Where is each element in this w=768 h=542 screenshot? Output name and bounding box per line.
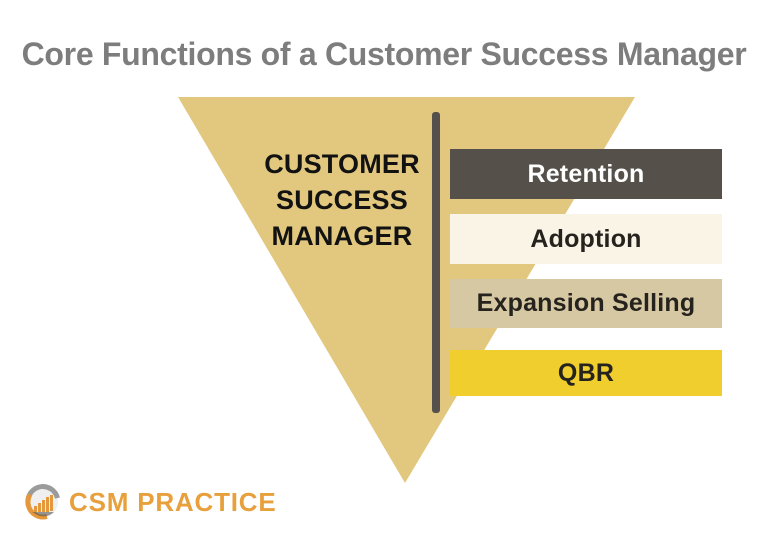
bar-chart-circle-icon [25,484,60,520]
function-bar-label: Expansion Selling [476,289,696,317]
function-bar-label: Adoption [530,224,642,253]
logo-text: CSM PRACTICE [69,486,277,517]
function-bar-qbr: QBR [450,350,722,396]
funnel-label: CUSTOMER SUCCESS MANAGER [264,149,420,251]
function-bar-expansion-selling: Expansion Selling [450,279,722,328]
function-bar-label: Retention [527,159,645,188]
separator-bar [432,112,440,413]
function-bar-adoption: Adoption [450,214,722,264]
csm-practice-logo: CSM PRACTICE [24,483,277,521]
function-bar-label: QBR [557,358,615,387]
page-title: Core Functions of a Customer Success Man… [21,36,747,72]
function-bar-retention: Retention [450,149,722,199]
